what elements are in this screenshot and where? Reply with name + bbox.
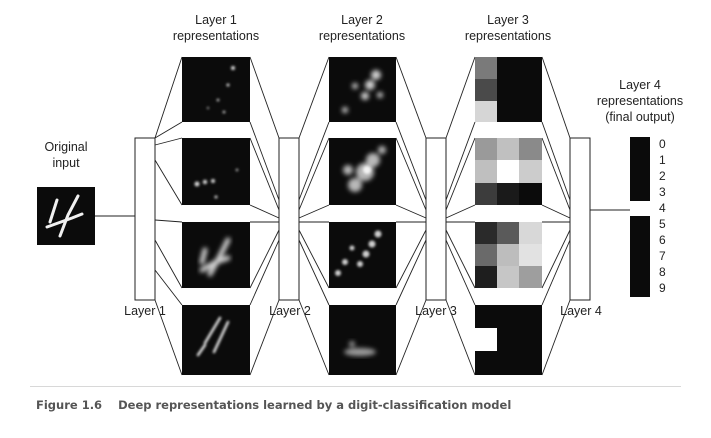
layer-3-feature-map-4 <box>475 305 542 375</box>
output-digit-label: 4 <box>659 201 666 215</box>
layer-1-feature-map-3 <box>182 222 250 288</box>
figure-caption-text: Deep representations learned by a digit-… <box>118 398 512 412</box>
output-digit-label: 9 <box>659 281 666 295</box>
output-digit-label: 0 <box>659 137 666 151</box>
output-digit-label: 2 <box>659 169 666 183</box>
layer-2-feature-map-3 <box>329 222 396 288</box>
output-digit-label: 5 <box>659 217 666 231</box>
layer-2-column-title-line1: Layer 2 <box>341 13 383 27</box>
layer-4-column-title-line1: Layer 4 <box>619 78 661 92</box>
figure-number: Figure 1.6 <box>36 398 103 412</box>
layer-1-feature-map-4 <box>182 305 250 375</box>
output-digit-label: 6 <box>659 233 666 247</box>
layer-1-column-title: Layer 1 representations <box>173 12 259 44</box>
layer-2-column-title: Layer 2 representations <box>319 12 405 44</box>
output-vector <box>630 137 650 297</box>
layer-1-column-title-line2: representations <box>172 29 260 43</box>
original-input-label-line2: input <box>52 156 80 170</box>
layer-3-feature-map-2 <box>475 138 542 205</box>
original-input-label-line1: Original <box>44 140 88 154</box>
layer-2-feature-map-2 <box>329 138 396 205</box>
layer-3-column-title-line1: Layer 3 <box>487 13 529 27</box>
layer-3-bar <box>425 137 447 301</box>
layer-1-bar <box>134 137 156 301</box>
layer-4-column-title: Layer 4 representations (final output) <box>597 77 683 125</box>
layer-4-column-title-line2: representations <box>596 94 684 108</box>
layer-4-label: Layer 4 <box>560 304 602 318</box>
layer-1-feature-map-1 <box>182 57 250 122</box>
original-input-label: Original input <box>44 139 87 171</box>
layer-3-column-title-line2: representations <box>464 29 552 43</box>
layer-2-column-title-line2: representations <box>318 29 406 43</box>
layer-3-column-title: Layer 3 representations <box>465 12 551 44</box>
layer-2-label: Layer 2 <box>269 304 311 318</box>
layer-3-feature-map-1 <box>475 57 542 122</box>
layer-4-column-title-line3: (final output) <box>605 110 675 124</box>
layer-1-label: Layer 1 <box>124 304 166 318</box>
layer-4-bar <box>569 137 591 301</box>
output-active-cell <box>630 201 650 216</box>
layer-3-feature-map-3 <box>475 222 542 288</box>
layer-2-feature-map-4 <box>329 305 396 375</box>
layer-1-column-title-line1: Layer 1 <box>195 13 237 27</box>
output-digit-label: 1 <box>659 153 666 167</box>
figure-caption: Figure 1.6 Deep representations learned … <box>36 398 511 412</box>
layer-2-bar <box>278 137 300 301</box>
connection-lines <box>95 56 630 376</box>
layer-3-label: Layer 3 <box>415 304 457 318</box>
layer-1-feature-map-2 <box>182 138 250 205</box>
caption-divider <box>30 386 681 387</box>
output-digit-label: 7 <box>659 249 666 263</box>
output-digit-label: 3 <box>659 185 666 199</box>
layer-2-feature-map-1 <box>329 57 396 122</box>
output-digit-label: 8 <box>659 265 666 279</box>
original-input-image <box>37 187 95 245</box>
